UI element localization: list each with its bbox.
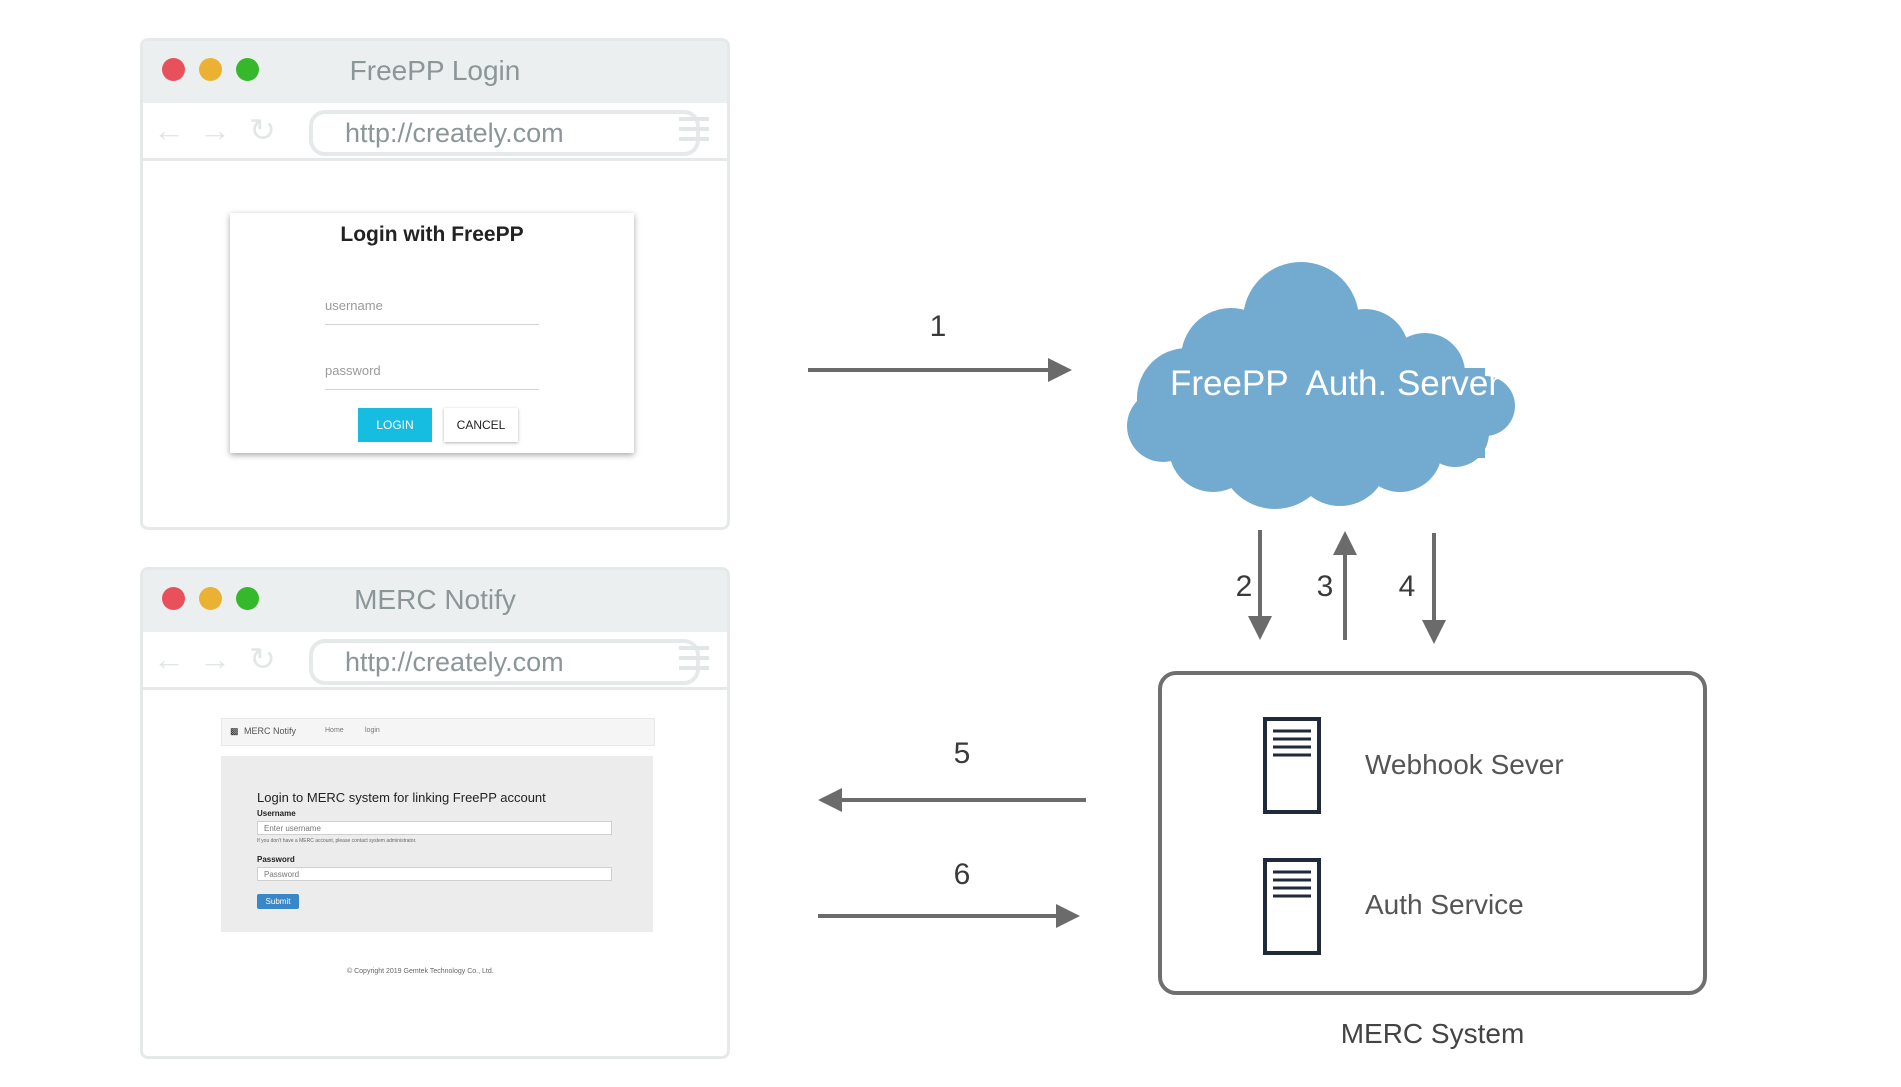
hamburger-menu-icon[interactable] — [679, 117, 709, 143]
reload-icon[interactable]: ↻ — [249, 641, 276, 677]
merc-login-heading: Login to MERC system for linking FreePP … — [257, 790, 546, 805]
arrow-3-label: 3 — [1316, 570, 1334, 603]
back-arrow-icon[interactable]: ← — [153, 641, 185, 677]
merc-password-input[interactable]: Password — [257, 867, 612, 881]
help-text: If you don't have a MERC account, please… — [257, 838, 417, 844]
freepp-login-window: FreePP Login ← → ↻ http://creately.com L… — [140, 38, 730, 530]
merc-notify-window: MERC Notify ← → ↻ http://creately.com ▩ … — [140, 567, 730, 1059]
window-titlebar: MERC Notify — [143, 570, 727, 632]
login-dialog: Login with FreePP username password LOGI… — [230, 213, 634, 453]
hamburger-menu-icon[interactable] — [679, 646, 709, 672]
cloud-shape — [1127, 262, 1515, 509]
webhook-server-icon — [1263, 717, 1321, 814]
merc-username-input[interactable]: Enter username — [257, 821, 612, 835]
merc-brand[interactable]: MERC Notify — [244, 726, 297, 736]
reload-icon[interactable]: ↻ — [249, 112, 276, 148]
browser-toolbar: ← → ↻ http://creately.com — [143, 103, 727, 161]
merc-login-panel: Login to MERC system for linking FreePP … — [221, 756, 653, 932]
nav-login-link[interactable]: login — [365, 727, 380, 734]
submit-button[interactable]: Submit — [257, 894, 299, 909]
cloud-label: FreePP Auth. Server — [1169, 364, 1501, 403]
merc-logo-icon: ▩ — [230, 726, 239, 736]
merc-navbar: ▩ MERC Notify Home login — [221, 718, 655, 746]
auth-service-label: Auth Service — [1365, 889, 1524, 920]
maximize-dot-icon[interactable] — [236, 58, 259, 81]
arrow-1-label: 1 — [929, 310, 947, 343]
close-dot-icon[interactable] — [162, 587, 185, 610]
url-bar[interactable]: http://creately.com — [309, 110, 700, 156]
arrow-5-label: 5 — [953, 737, 971, 770]
cancel-button[interactable]: CANCEL — [444, 408, 518, 442]
window-title: FreePP Login — [349, 55, 521, 86]
url-bar[interactable]: http://creately.com — [309, 639, 700, 685]
window-titlebar: FreePP Login — [143, 41, 727, 103]
webhook-server-label: Webhook Sever — [1365, 749, 1564, 780]
username-field[interactable]: username — [325, 298, 539, 325]
password-label: Password — [257, 855, 295, 864]
back-arrow-icon[interactable]: ← — [153, 112, 185, 148]
arrow-6-label: 6 — [953, 858, 971, 891]
minimize-dot-icon[interactable] — [199, 587, 222, 610]
copyright-text: © Copyright 2019 Gemtek Technology Co., … — [347, 968, 494, 975]
password-field[interactable]: password — [325, 363, 539, 390]
maximize-dot-icon[interactable] — [236, 587, 259, 610]
arrow-4-label: 4 — [1398, 570, 1416, 603]
window-title: MERC Notify — [354, 584, 516, 615]
nav-home-link[interactable]: Home — [325, 727, 344, 734]
merc-system-box: Webhook Sever Auth Service — [1158, 671, 1707, 995]
auth-service-icon — [1263, 858, 1321, 955]
dialog-title: Login with FreePP — [340, 223, 524, 246]
login-button[interactable]: LOGIN — [358, 408, 432, 442]
forward-arrow-icon[interactable]: → — [199, 112, 231, 148]
arrow-2-label: 2 — [1235, 570, 1253, 603]
close-dot-icon[interactable] — [162, 58, 185, 81]
forward-arrow-icon[interactable]: → — [199, 641, 231, 677]
username-label: Username — [257, 809, 296, 818]
browser-toolbar: ← → ↻ http://creately.com — [143, 632, 727, 690]
merc-system-caption: MERC System — [1340, 1018, 1525, 1049]
minimize-dot-icon[interactable] — [199, 58, 222, 81]
